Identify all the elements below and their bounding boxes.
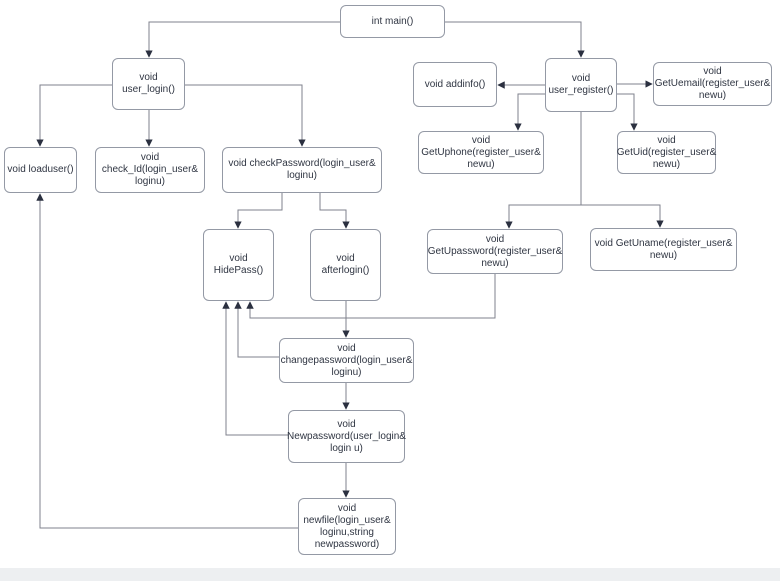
node-getuname[interactable]: void GetUname(register_user& newu) <box>590 228 737 271</box>
node-getuemail[interactable]: void GetUemail(register_user& newu) <box>653 62 772 106</box>
edge-getupassword-hidepass <box>246 274 496 319</box>
edge-user_register-getuphone <box>514 93 545 131</box>
node-checkpassword[interactable]: void checkPassword(login_user& loginu) <box>222 147 382 193</box>
node-getupassword[interactable]: void GetUpassword(register_user& newu) <box>427 229 563 274</box>
edge-newfile-loaduser <box>36 193 298 529</box>
node-getuphone[interactable]: void GetUphone(register_user& newu) <box>418 131 544 174</box>
edge-user_register-getuname <box>581 204 664 228</box>
edge-newpassword-hidepass <box>222 301 288 436</box>
edge-main-user_login <box>145 21 340 58</box>
edge-user_register-getupassword <box>505 204 581 229</box>
node-loaduser[interactable]: void loaduser() <box>4 147 77 193</box>
node-newfile[interactable]: void newfile(login_user& loginu,string n… <box>298 498 396 555</box>
edge-user_login-checkpassword <box>185 84 306 147</box>
node-check_id[interactable]: void check_Id(login_user& loginu) <box>95 147 205 193</box>
node-changepassword[interactable]: void changepassword(login_user& loginu) <box>279 338 414 383</box>
node-getuid[interactable]: void GetUid(register_user& newu) <box>617 131 716 174</box>
edges-group <box>36 21 664 529</box>
canvas-bottom-edge <box>0 568 780 581</box>
edge-user_login-loaduser <box>36 84 112 147</box>
node-newpassword[interactable]: void Newpassword(user_login& login u) <box>287 410 406 463</box>
node-user_login[interactable]: void user_login() <box>112 58 185 110</box>
node-addinfo[interactable]: void addinfo() <box>413 62 497 107</box>
edge-main-user_register <box>445 21 585 58</box>
node-main[interactable]: int main() <box>340 5 445 38</box>
node-user_register[interactable]: void user_register() <box>545 58 617 112</box>
node-afterlogin[interactable]: void afterlogin() <box>310 229 381 301</box>
edge-checkpassword-hidepass <box>234 193 283 229</box>
edge-checkpassword-afterlogin <box>319 193 350 229</box>
node-hidepass[interactable]: void HidePass() <box>203 229 274 301</box>
edge-changepassword-hidepass <box>234 301 279 358</box>
edge-user_register-getuid <box>617 93 638 131</box>
